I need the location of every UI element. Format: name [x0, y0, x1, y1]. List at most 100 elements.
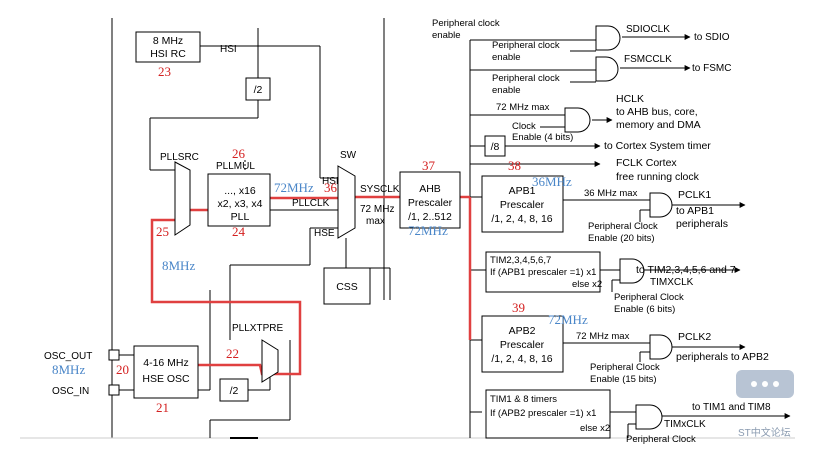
- svg-text:OSC_OUT: OSC_OUT: [44, 351, 92, 362]
- svg-text:to TIM1 and TIM8: to TIM1 and TIM8: [692, 402, 771, 413]
- svg-text:24: 24: [232, 224, 246, 239]
- svg-text:peripherals: peripherals: [676, 218, 728, 230]
- svg-text:HSE: HSE: [314, 228, 335, 239]
- wires: [119, 28, 791, 439]
- svg-text:peripherals to APB2: peripherals to APB2: [676, 351, 769, 363]
- pllsrc-mux: PLLSRC: [160, 152, 199, 236]
- svg-text:enable: enable: [432, 30, 461, 41]
- svg-text:to Cortex System timer: to Cortex System timer: [604, 140, 711, 152]
- svg-text:SDIOCLK: SDIOCLK: [626, 24, 670, 35]
- svg-text:TIMXCLK: TIMXCLK: [650, 277, 694, 288]
- svg-text:x2, x3, x4: x2, x3, x4: [218, 198, 263, 210]
- svg-text:Prescaler: Prescaler: [408, 197, 453, 209]
- svg-text:Clock: Clock: [512, 121, 536, 132]
- svg-text:8MHz: 8MHz: [162, 258, 195, 273]
- svg-text:/2: /2: [230, 385, 239, 397]
- pllxtpre-mux: PLLXTPRE: [232, 323, 283, 383]
- svg-text:Enable (20 bits): Enable (20 bits): [588, 233, 655, 244]
- svg-text:Peripheral Clock: Peripheral Clock: [588, 221, 658, 232]
- svg-text:to SDIO: to SDIO: [694, 32, 730, 43]
- and-gates: [564, 25, 673, 430]
- svg-text:72MHz: 72MHz: [548, 312, 588, 327]
- svg-text:/2: /2: [254, 84, 263, 96]
- svg-text:APB1: APB1: [509, 185, 536, 197]
- svg-text:TIM1 & 8 timers: TIM1 & 8 timers: [490, 394, 557, 405]
- gate-sdio: [595, 25, 621, 51]
- svg-text:max: max: [366, 216, 385, 227]
- svg-text:HCLK: HCLK: [616, 93, 644, 105]
- labels: HSI HSI PLLCLK HSE SYSCLK 72 MHz max OSC…: [44, 18, 696, 445]
- apb1-prescaler: APB1 Prescaler /1, 2, 4, 8, 16: [481, 175, 564, 233]
- svg-text:/1, 2, 4, 8, 16: /1, 2, 4, 8, 16: [491, 213, 552, 225]
- css-block: CSS: [323, 267, 371, 305]
- svg-text:37: 37: [422, 158, 436, 173]
- div2-hsi-block: /2: [245, 77, 271, 101]
- svg-text:39: 39: [512, 300, 525, 315]
- gate-tim2: [619, 258, 645, 284]
- svg-text:Peripheral clock: Peripheral clock: [432, 18, 500, 29]
- svg-text:PLL: PLL: [231, 211, 250, 223]
- svg-text:Peripheral clock: Peripheral clock: [492, 73, 560, 84]
- div8-block: /8: [484, 135, 506, 157]
- svg-text:20: 20: [116, 362, 129, 377]
- svg-text:to AHB bus, core,: to AHB bus, core,: [616, 106, 698, 118]
- svg-text:TIM2,3,4,5,6,7: TIM2,3,4,5,6,7: [490, 255, 551, 266]
- gate-pclk2: [649, 334, 673, 360]
- blue-annotations: 72MHz 36MHz 72MHz 8MHz 72MHz 8MHz: [52, 174, 588, 377]
- svg-text:Enable (4 bits): Enable (4 bits): [512, 132, 573, 143]
- svg-text:72MHz: 72MHz: [274, 180, 314, 195]
- outputs: SDIOCLK to SDIO FSMCCLK to FSMC HCLK to …: [604, 24, 771, 430]
- svg-text:36 MHz max: 36 MHz max: [584, 188, 638, 199]
- svg-text:36: 36: [324, 180, 338, 195]
- tim234567-block: TIM2,3,4,5,6,7 If (APB1 prescaler =1) x1…: [485, 251, 602, 293]
- red-annotations: 23 26 36 37 38 25 24 22 20 21 39: [116, 64, 525, 415]
- svg-text:to TIM2,3,4,5,6 and 7: to TIM2,3,4,5,6 and 7: [636, 264, 736, 276]
- svg-text:HSI: HSI: [322, 176, 339, 187]
- pllsrc-label: PLLSRC: [160, 152, 199, 163]
- gate-hclk: [564, 107, 591, 133]
- svg-text:FSMCCLK: FSMCCLK: [624, 54, 672, 65]
- svg-text:TIMxCLK: TIMxCLK: [664, 419, 706, 430]
- svg-text:72MHz: 72MHz: [408, 223, 448, 238]
- hsi-rc-line1: 8 MHz: [153, 35, 183, 47]
- svg-text:/8: /8: [491, 141, 500, 153]
- svg-text:4-16 MHz: 4-16 MHz: [143, 357, 189, 369]
- svg-text:to FSMC: to FSMC: [692, 63, 731, 74]
- svg-text:If (APB1 prescaler =1) x1: If (APB1 prescaler =1) x1: [490, 267, 596, 278]
- pllxtpre-label: PLLXTPRE: [232, 323, 283, 334]
- svg-text:Peripheral Clock: Peripheral Clock: [626, 434, 696, 445]
- svg-text:Prescaler: Prescaler: [500, 339, 545, 351]
- svg-text:else x2: else x2: [572, 279, 602, 290]
- svg-text:PCLK1: PCLK1: [678, 189, 711, 201]
- svg-text:Enable (6 bits): Enable (6 bits): [614, 304, 675, 315]
- svg-text:APB2: APB2: [509, 325, 536, 337]
- svg-text:PCLK2: PCLK2: [678, 331, 711, 343]
- div2-hse-block: /2: [219, 378, 249, 402]
- svg-text:8MHz: 8MHz: [52, 362, 85, 377]
- gate-pclk1: [649, 192, 673, 218]
- svg-text:Enable (15 bits): Enable (15 bits): [590, 374, 657, 385]
- pll-block: PLLMUL ..., x16 x2, x3, x4 PLL: [207, 161, 271, 227]
- svg-text:CSS: CSS: [336, 281, 358, 293]
- sw-mux: SW: [337, 150, 357, 239]
- svg-text:If (APB2 prescaler =1) x1: If (APB2 prescaler =1) x1: [490, 408, 596, 419]
- sw-label: SW: [340, 150, 357, 161]
- svg-text:72 MHz max: 72 MHz max: [576, 331, 630, 342]
- svg-text:Peripheral Clock: Peripheral Clock: [590, 362, 660, 373]
- watermark-text: ST中文论坛: [738, 426, 791, 439]
- svg-text:72 MHz: 72 MHz: [360, 204, 394, 215]
- svg-text:/1, 2..512: /1, 2..512: [408, 211, 452, 223]
- svg-text:26: 26: [232, 146, 246, 161]
- pllmul-label: PLLMUL: [216, 161, 255, 172]
- svg-text:..., x16: ..., x16: [224, 185, 256, 197]
- svg-text:OSC_IN: OSC_IN: [52, 386, 89, 397]
- svg-text:HSI: HSI: [220, 44, 237, 55]
- svg-text:Peripheral clock: Peripheral clock: [492, 40, 560, 51]
- osc-pins: [108, 349, 120, 396]
- gate-fsmc: [595, 56, 619, 82]
- svg-text:FCLK Cortex: FCLK Cortex: [616, 157, 677, 169]
- svg-text:to APB1: to APB1: [676, 205, 714, 217]
- svg-text:AHB: AHB: [419, 183, 441, 195]
